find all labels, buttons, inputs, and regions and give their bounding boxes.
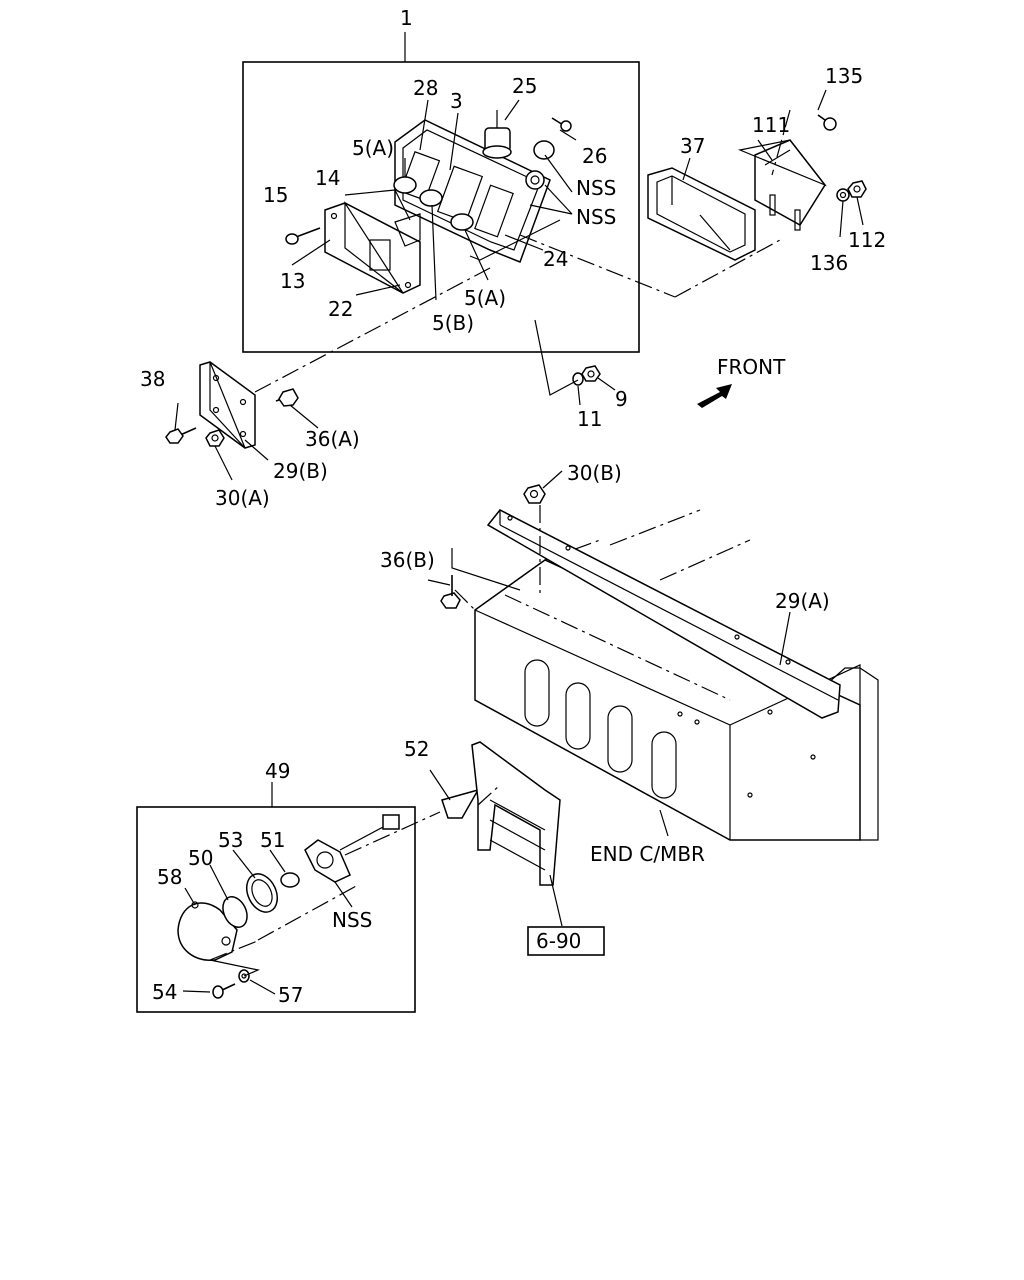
lamp-58 (177, 901, 238, 961)
label-52: 52 (404, 737, 429, 761)
screw-54 (212, 983, 236, 999)
label-54: 54 (152, 980, 177, 1004)
ref-690-label: 6-90 (536, 929, 581, 953)
label-front: FRONT (717, 355, 786, 379)
leader-lines (174, 89, 864, 995)
label-5a-bottom: 5(A) (464, 286, 506, 310)
label-29b: 29(B) (273, 459, 328, 483)
label-24: 24 (543, 247, 568, 271)
lamp-37 (647, 167, 756, 261)
label-29a: 29(A) (775, 589, 830, 613)
washer-11-nut-9 (572, 365, 601, 386)
label-136: 136 (810, 251, 848, 275)
label-37: 37 (680, 134, 705, 158)
label-28: 28 (413, 76, 438, 100)
label-135: 135 (825, 64, 863, 88)
gasket-53 (246, 873, 278, 913)
label-30b: 30(B) (567, 461, 622, 485)
label-13: 13 (280, 269, 305, 293)
bracket-111 (737, 139, 827, 231)
bracket-29b (199, 361, 256, 449)
label-15: 15 (263, 183, 288, 207)
angle-bracket-29a (486, 509, 841, 719)
label-30a: 30(A) (215, 486, 270, 510)
nut-30b (523, 484, 546, 504)
lens-50 (222, 896, 248, 928)
label-112: 112 (848, 228, 886, 252)
socket-nss (304, 814, 400, 883)
callout-labels: 1 28 3 25 26 5(A) 14 15 13 22 5(B) 5(A) … (140, 6, 886, 1007)
bolt-36b (440, 575, 461, 609)
assembly-1-box (242, 32, 640, 353)
label-11: 11 (577, 407, 602, 431)
label-nss-1: NSS (576, 176, 616, 200)
label-57: 57 (278, 983, 303, 1007)
fasteners-135-136-112 (817, 114, 867, 202)
screw-26 (525, 117, 572, 190)
bulb-51 (280, 872, 300, 888)
grommet-52 (441, 788, 480, 819)
label-3: 3 (450, 89, 463, 113)
label-36b: 36(B) (380, 548, 435, 572)
bolt-38 (165, 427, 197, 444)
label-14: 14 (315, 166, 340, 190)
label-50: 50 (188, 846, 213, 870)
label-111: 111 (752, 113, 790, 137)
label-end-cmbr: END C/MBR (590, 842, 705, 866)
label-58: 58 (157, 865, 182, 889)
label-26: 26 (582, 144, 607, 168)
dash-dot-lines (209, 109, 791, 961)
label-53: 53 (218, 828, 243, 852)
label-9: 9 (615, 387, 628, 411)
bolt-36a (275, 388, 299, 407)
ref-690-box (527, 926, 605, 956)
label-5a-top: 5(A) (352, 136, 394, 160)
bulb-parts (393, 176, 474, 231)
label-36a: 36(A) (305, 427, 360, 451)
label-nss-2: NSS (576, 205, 616, 229)
lamp-bracket (471, 741, 561, 886)
front-arrow-icon (697, 384, 732, 408)
label-49: 49 (265, 759, 290, 783)
end-crossmember (474, 509, 879, 841)
label-25: 25 (512, 74, 537, 98)
lens-part-13 (324, 200, 421, 294)
label-22: 22 (328, 297, 353, 321)
socket-25 (482, 110, 512, 159)
assembly-49-box (136, 782, 416, 1013)
label-51: 51 (260, 828, 285, 852)
label-38: 38 (140, 367, 165, 391)
label-5b: 5(B) (432, 311, 474, 335)
label-nss-3: NSS (332, 908, 372, 932)
nut-30a (205, 429, 225, 447)
screw-15 (285, 227, 321, 245)
label-1: 1 (400, 6, 413, 30)
